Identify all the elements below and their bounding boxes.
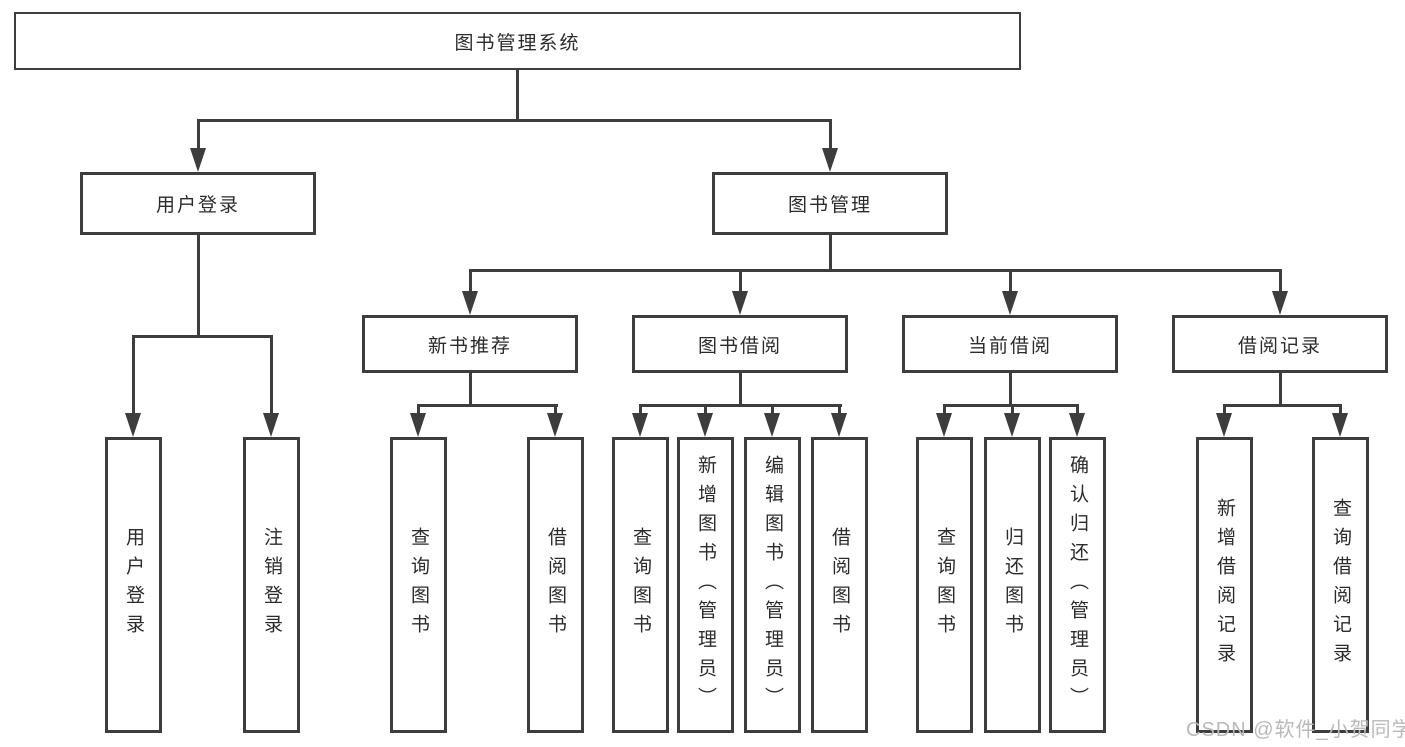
node-book-borrowing: 图书借阅	[632, 315, 848, 373]
leaf-query-books-2-label: 查询图书	[630, 527, 651, 643]
arrow-stem-line	[196, 119, 200, 152]
node-root-label: 图书管理系统	[454, 32, 581, 54]
node-user-login: 用户登录	[80, 172, 316, 235]
leaf-query-borrow-record-label: 查询借阅记录	[1330, 498, 1351, 672]
node-borrowing-records-label: 借阅记录	[1237, 335, 1322, 357]
arrow-down-icon	[936, 413, 952, 437]
arrow-stem-line	[270, 335, 273, 417]
arrow-stem-line	[838, 404, 841, 417]
leaf-confirm-return-admin: 确认归还（管理员）	[1049, 437, 1106, 733]
arrow-down-icon	[1216, 413, 1232, 437]
leaf-return-books-label: 归还图书	[1002, 527, 1023, 643]
arrow-down-icon	[731, 291, 748, 315]
connector-bar-line	[639, 404, 842, 407]
arrow-stem-line	[639, 404, 642, 417]
arrow-down-icon	[461, 291, 478, 315]
leaf-query-borrow-record: 查询借阅记录	[1312, 437, 1369, 733]
arrow-stem-line	[1339, 404, 1342, 417]
leaf-add-borrow-record-label: 新增借阅记录	[1214, 498, 1235, 672]
leaf-query-books-3-label: 查询图书	[934, 527, 955, 643]
leaf-logout-label: 注销登录	[261, 527, 282, 643]
connector-stub-line	[468, 373, 472, 407]
leaf-query-books-2: 查询图书	[612, 437, 669, 733]
arrow-down-icon	[831, 413, 847, 437]
connector-bar-line	[132, 335, 273, 338]
connector-stub-line	[515, 70, 519, 122]
arrow-stem-line	[943, 404, 946, 417]
leaf-logout: 注销登录	[243, 437, 300, 733]
arrow-down-icon	[125, 413, 141, 437]
leaf-borrow-books-1: 借阅图书	[527, 437, 584, 733]
arrow-down-icon	[632, 413, 648, 437]
connector-stub-line	[196, 235, 200, 338]
node-new-book-recommend-label: 新书推荐	[427, 335, 512, 357]
arrow-stem-line	[1008, 269, 1012, 295]
node-new-book-recommend: 新书推荐	[362, 315, 578, 373]
arrow-stem-line	[554, 404, 557, 417]
connector-bar-line	[196, 119, 832, 122]
arrow-down-icon	[263, 413, 279, 437]
node-book-management: 图书管理	[712, 172, 948, 235]
connector-stub-line	[738, 373, 742, 407]
connector-stub-line	[1008, 373, 1012, 407]
arrow-stem-line	[1011, 404, 1014, 417]
arrow-stem-line	[468, 269, 472, 295]
leaf-borrow-books-1-label: 借阅图书	[545, 527, 566, 643]
arrow-down-icon	[764, 413, 780, 437]
leaf-user-login-label: 用户登录	[123, 527, 144, 643]
arrow-stem-line	[1223, 404, 1226, 417]
connector-bar-line	[468, 269, 1282, 272]
arrow-stem-line	[417, 404, 420, 417]
leaf-edit-books-admin-label: 编辑图书（管理员）	[762, 454, 783, 716]
arrow-down-icon	[410, 413, 426, 437]
leaf-borrow-books-2: 借阅图书	[811, 437, 868, 733]
leaf-query-books-3: 查询图书	[916, 437, 973, 733]
leaf-query-books-1-label: 查询图书	[408, 527, 429, 643]
node-book-borrowing-label: 图书借阅	[697, 335, 782, 357]
arrow-down-icon	[821, 148, 838, 172]
arrow-down-icon	[697, 413, 713, 437]
node-borrowing-records: 借阅记录	[1172, 315, 1388, 373]
arrow-down-icon	[1271, 291, 1288, 315]
node-current-borrowing-label: 当前借阅	[967, 335, 1052, 357]
leaf-borrow-books-2-label: 借阅图书	[829, 527, 850, 643]
leaf-add-borrow-record: 新增借阅记录	[1196, 437, 1253, 733]
csdn-watermark: CSDN @软件_小贺同学	[1186, 719, 1405, 741]
connector-bar-line	[1223, 404, 1342, 407]
arrow-down-icon	[1001, 291, 1018, 315]
leaf-query-books-1: 查询图书	[390, 437, 447, 733]
leaf-confirm-return-admin-label: 确认归还（管理员）	[1067, 454, 1088, 716]
leaf-return-books: 归还图书	[984, 437, 1041, 733]
connector-stub-line	[828, 235, 832, 272]
node-root: 图书管理系统	[14, 12, 1021, 70]
arrow-stem-line	[828, 119, 832, 152]
arrow-stem-line	[771, 404, 774, 417]
connector-stub-line	[1278, 373, 1282, 407]
arrow-down-icon	[1004, 413, 1020, 437]
arrow-down-icon	[547, 413, 563, 437]
arrow-stem-line	[132, 335, 135, 417]
arrow-down-icon	[1069, 413, 1085, 437]
arrow-stem-line	[704, 404, 707, 417]
arrow-down-icon	[189, 148, 206, 172]
connector-bar-line	[417, 404, 558, 407]
arrow-down-icon	[1332, 413, 1348, 437]
leaf-edit-books-admin: 编辑图书（管理员）	[744, 437, 801, 733]
leaf-add-books-admin-label: 新增图书（管理员）	[695, 454, 716, 716]
leaf-add-books-admin: 新增图书（管理员）	[677, 437, 734, 733]
arrow-stem-line	[1278, 269, 1282, 295]
node-current-borrowing: 当前借阅	[902, 315, 1118, 373]
node-user-login-label: 用户登录	[155, 195, 240, 216]
arrow-stem-line	[1076, 404, 1079, 417]
node-book-management-label: 图书管理	[787, 195, 872, 216]
arrow-stem-line	[738, 269, 742, 295]
leaf-user-login: 用户登录	[105, 437, 162, 733]
